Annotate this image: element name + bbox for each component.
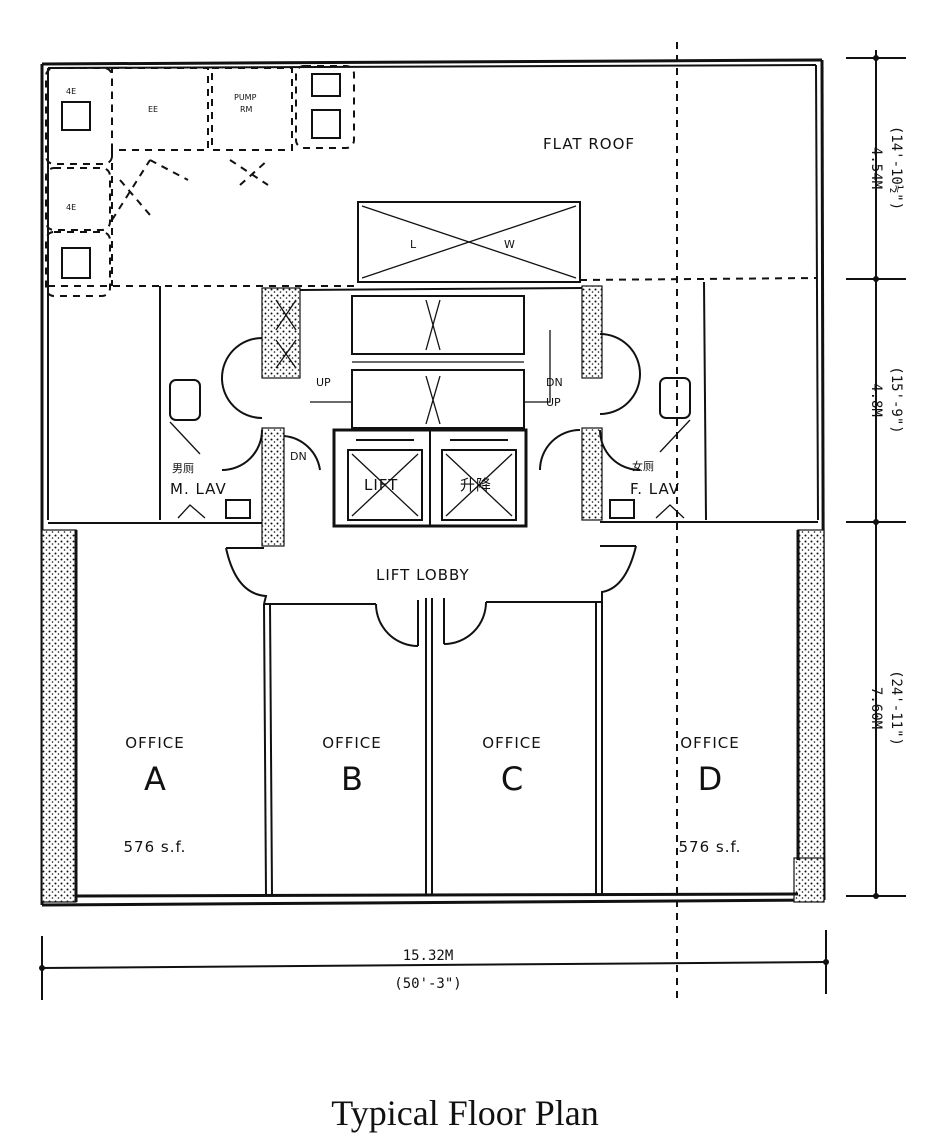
office-perimeter-walls	[41, 529, 825, 903]
dim-bottom-ft: (50'-3")	[394, 976, 461, 992]
stair-label-up-right: UP	[546, 396, 561, 409]
stair-label-dn-right: DN	[546, 376, 563, 389]
dim-bottom-m: 15.32M	[403, 948, 454, 964]
office-letter-d: D	[698, 760, 723, 798]
dim-right-bot-ft: (24'-11")	[888, 670, 904, 746]
office-partitions	[263, 598, 603, 896]
office-label-c: OFFICE	[482, 734, 541, 752]
core-walls	[159, 281, 707, 547]
f-lav-label: F. LAV	[630, 480, 680, 498]
office-letter-c: C	[501, 760, 523, 798]
dim-right-top-ft: (14'-10½")	[888, 126, 904, 210]
lift-lobby-label: LIFT LOBBY	[376, 566, 470, 584]
f-lav-zh-label: 女厕	[632, 459, 654, 473]
office-letter-b: B	[341, 760, 363, 798]
room-label-ee: EE	[148, 105, 158, 114]
lw-box: L W	[357, 201, 581, 283]
lavatories: 男厕 M. LAV 女厕 F. LAV	[169, 333, 691, 519]
room-label-4e-lower: 4E	[66, 203, 76, 212]
dim-right-mid-m: 4.8M	[868, 383, 884, 417]
dim-right-bot-m: 7.60M	[868, 687, 884, 729]
plant-rooms: 4E EE 4E PUMP RM	[45, 65, 355, 297]
office-label-d: OFFICE	[680, 734, 739, 752]
floor-plan-caption: Typical Floor Plan	[331, 1093, 599, 1133]
office-area-d: 576 s.f.	[679, 838, 742, 856]
room-label-4e: 4E	[66, 87, 76, 96]
dimension-lines: 4.54M (14'-10½") 4.8M (15'-9") 7.60M (24…	[39, 50, 906, 1000]
staircase: UP DN UP DN	[290, 295, 563, 463]
lw-label-l: L	[410, 238, 417, 251]
office-label-b: OFFICE	[322, 734, 381, 752]
lw-label-w: W	[504, 238, 515, 251]
stair-label-dn-left: DN	[290, 450, 307, 463]
lift-label-right: 升降	[460, 476, 492, 494]
pump-room-label-2: RM	[240, 105, 253, 114]
lift-label-left: LIFT	[364, 476, 398, 494]
dim-right-mid-ft: (15'-9")	[888, 366, 904, 433]
pump-room-label: PUMP	[234, 93, 257, 102]
flat-roof-label: FLAT ROOF	[543, 135, 635, 153]
office-label-a: OFFICE	[125, 734, 184, 752]
office-labels: OFFICE A 576 s.f. OFFICE B OFFICE C OFFICE D 576 …	[124, 734, 742, 856]
dim-right-top-m: 4.54M	[868, 147, 884, 189]
stair-label-up-left: UP	[316, 376, 331, 389]
office-area-a: 576 s.f.	[124, 838, 187, 856]
lift-shafts: LIFT 升降	[332, 428, 528, 528]
lift-lobby: LIFT LOBBY	[225, 545, 637, 647]
m-lav-zh-label: 男厕	[172, 462, 194, 475]
m-lav-label: M. LAV	[170, 480, 227, 498]
office-letter-a: A	[144, 760, 166, 798]
